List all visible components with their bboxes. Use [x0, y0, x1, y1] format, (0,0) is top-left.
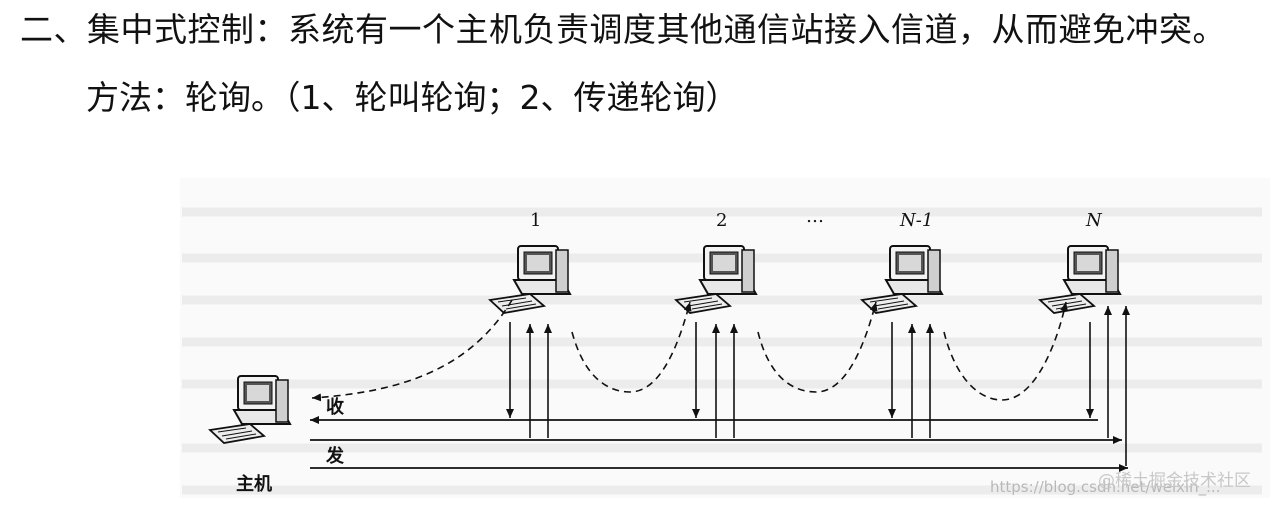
receive-label: 收 — [326, 396, 344, 418]
send-label: 发 — [325, 445, 345, 467]
station-label-2: 2 — [716, 210, 727, 231]
station-label-1: 1 — [530, 210, 541, 231]
station-label-n: N — [1085, 210, 1103, 231]
watermark-brand: @稀土掘金技术社区 — [1098, 471, 1251, 491]
station-label-ellipsis: … — [806, 206, 824, 227]
method-line: 方法：轮询。（1、轮叫轮询；2、传递轮询） — [86, 78, 739, 117]
station-label-n-minus-1: N-1 — [899, 210, 933, 231]
section-heading: 二、集中式控制：系统有一个主机负责调度其他通信站接入信道，从而避免冲突。 — [20, 10, 1226, 49]
watermark-url: https://blog.csdn.net/weixin_... — [990, 478, 1220, 497]
host-label: 主机 — [236, 473, 272, 495]
